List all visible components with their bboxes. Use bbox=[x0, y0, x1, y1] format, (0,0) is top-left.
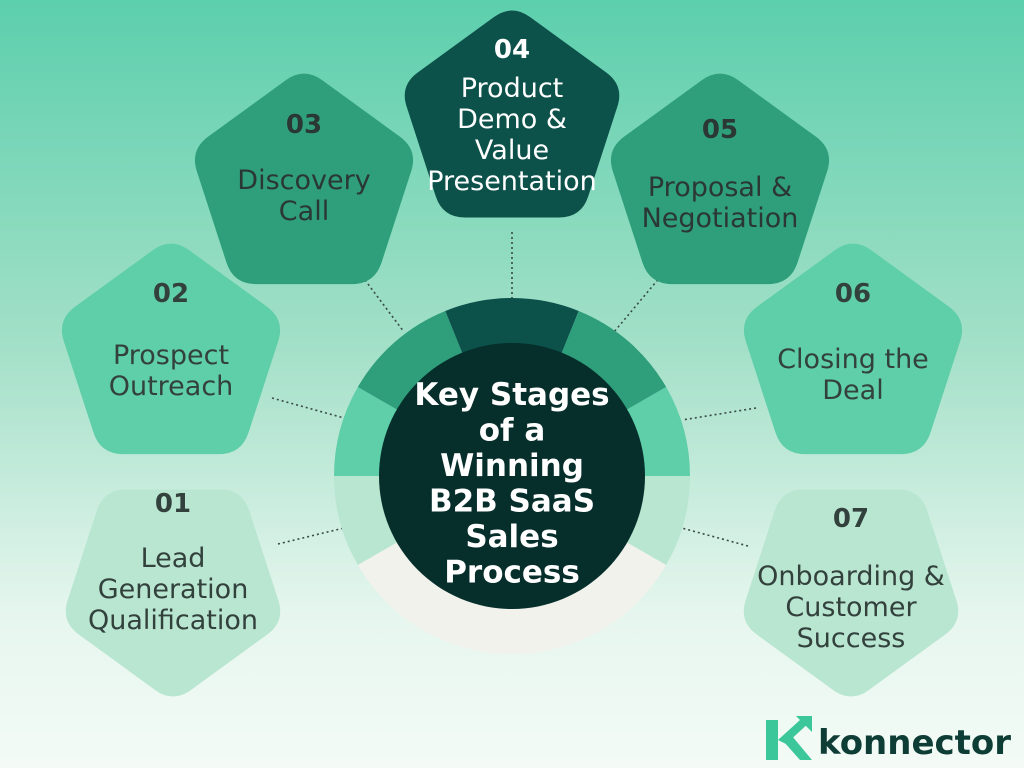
ring-segment-base bbox=[357, 540, 667, 654]
stage-number: 05 bbox=[702, 115, 738, 145]
stage-number: 07 bbox=[833, 504, 869, 534]
stage-number: 01 bbox=[155, 489, 191, 519]
stage-label-line: Qualification bbox=[88, 605, 258, 636]
connector-lines bbox=[271, 232, 757, 547]
stage-label-line: Discovery bbox=[237, 165, 370, 196]
connector-07 bbox=[677, 526, 749, 547]
stage-ring bbox=[334, 298, 690, 654]
stage-label-line: Lead bbox=[141, 543, 206, 574]
ring-segment-04 bbox=[445, 298, 579, 358]
stage-label-line: Product bbox=[461, 73, 564, 104]
center-title-line: Process bbox=[444, 555, 580, 591]
connector-01 bbox=[277, 526, 349, 545]
stage-label-line: Negotiation bbox=[642, 203, 799, 234]
stage-label-line: Deal bbox=[822, 375, 883, 406]
stage-badge-shape bbox=[610, 73, 830, 285]
center-title-line: Sales bbox=[465, 519, 558, 555]
brand-name: konnector bbox=[818, 723, 1011, 763]
stage-label-line: Generation bbox=[98, 574, 249, 605]
center-title-line: Winning bbox=[440, 448, 584, 484]
center-title-line: B2B SaaS bbox=[429, 484, 595, 520]
stage-label-line: Proposal & bbox=[648, 172, 792, 203]
stage-number: 02 bbox=[153, 279, 189, 309]
connector-03 bbox=[361, 275, 405, 333]
k-arrow-icon bbox=[766, 716, 812, 760]
stage-label-line: Demo & bbox=[457, 104, 567, 135]
connector-05 bbox=[613, 275, 662, 333]
stage-badge-shape bbox=[404, 10, 620, 218]
center-title-line: of a bbox=[479, 413, 546, 449]
stage-badge-shape bbox=[194, 73, 414, 285]
connector-02 bbox=[271, 397, 345, 419]
stage-number: 04 bbox=[494, 35, 530, 65]
stage-badge-shape bbox=[61, 243, 281, 455]
stage-label-line: Presentation bbox=[427, 166, 597, 197]
stage-label-line: Onboarding & bbox=[757, 561, 945, 592]
ring-segment-05 bbox=[559, 310, 667, 412]
center-circle bbox=[379, 343, 645, 609]
stage-number: 06 bbox=[835, 279, 871, 309]
stage-label-line: Customer bbox=[785, 592, 917, 623]
stage-label-line: Value bbox=[475, 135, 549, 166]
brand-logo: konnector bbox=[766, 716, 1011, 763]
ring-segment-03 bbox=[357, 310, 465, 412]
connector-06 bbox=[681, 407, 757, 421]
stage-label-line: Call bbox=[279, 196, 329, 227]
stage-label-line: Success bbox=[797, 623, 906, 654]
stage-badge-shape bbox=[743, 243, 963, 455]
center-title-line: Key Stages bbox=[414, 377, 609, 413]
stage-number: 03 bbox=[286, 110, 322, 140]
stage-label-line: Prospect bbox=[113, 340, 229, 371]
stage-label: Proposal &Negotiation bbox=[642, 172, 799, 234]
stage-label-line: Outreach bbox=[109, 371, 234, 402]
stage-label-line: Closing the bbox=[777, 344, 929, 375]
stage-badge-shape bbox=[65, 489, 281, 697]
stage-badge-shape bbox=[743, 489, 959, 697]
